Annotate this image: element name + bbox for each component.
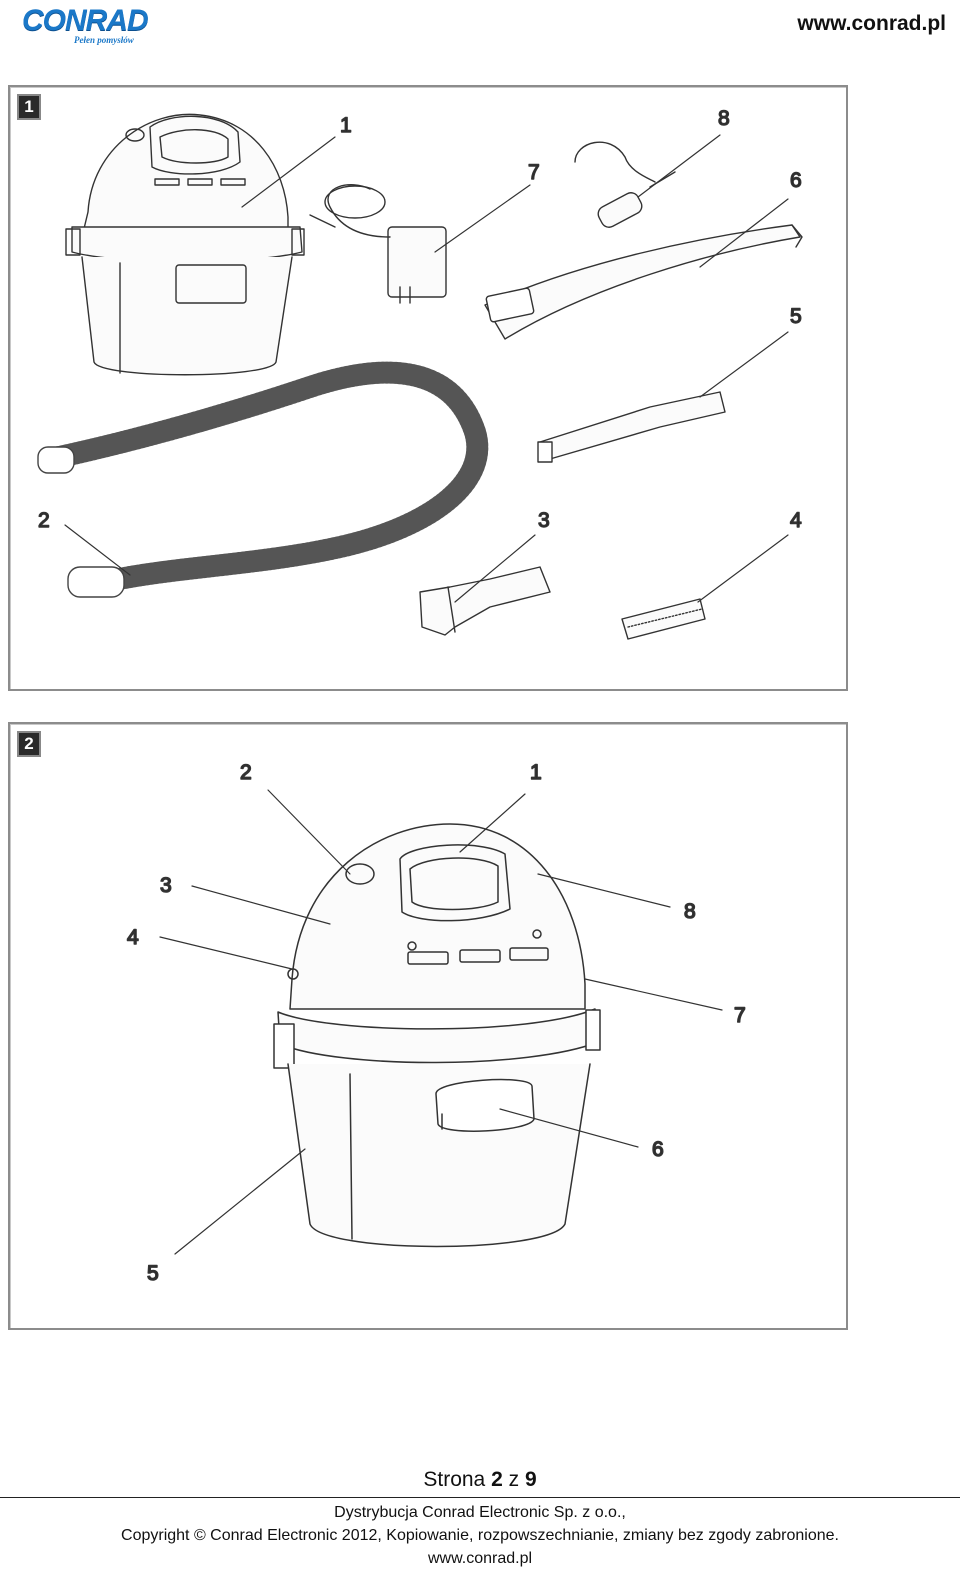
logo-wordmark: CONRAD xyxy=(22,4,149,37)
figure-1-callout-7: 7 xyxy=(528,161,540,184)
figure-1-callout-4: 4 xyxy=(790,509,802,532)
car-plug-drawing xyxy=(574,141,676,228)
vacuum-large-drawing xyxy=(273,823,601,1248)
brush-drawing xyxy=(621,598,706,640)
page-total: 9 xyxy=(524,1468,537,1491)
figure-2-callout-1: 1 xyxy=(530,761,542,784)
page-separator: z xyxy=(502,1468,525,1491)
figure-2-callout-5: 5 xyxy=(147,1262,159,1285)
figure-1-callout-3: 3 xyxy=(538,509,550,532)
figure-1-drawing: 1 2 3 4 5 6 7 8 xyxy=(37,106,803,640)
figure-2-callout-4: 4 xyxy=(127,926,139,949)
figure-2-drawing: 1 2 3 4 5 6 7 8 xyxy=(126,760,746,1286)
figure-2-number: 2 xyxy=(17,731,41,757)
page-prefix: Strona xyxy=(423,1468,492,1491)
figure-2-leader-lines xyxy=(159,789,723,1255)
figure-2-callout-7: 7 xyxy=(734,1004,746,1027)
header-site-url[interactable]: www.conrad.pl xyxy=(797,12,946,35)
figure-1-callout-5: 5 xyxy=(790,305,802,328)
page-number: Strona 2 z 9 xyxy=(0,1468,960,1492)
charger-drawing xyxy=(309,184,447,304)
figure-2-callout-3: 3 xyxy=(160,874,172,897)
crevice-nozzle-drawing xyxy=(537,391,726,463)
figure-1-leader-lines xyxy=(64,134,789,603)
footer-url[interactable]: www.conrad.pl xyxy=(427,1550,533,1567)
figure-2-callout-6: 6 xyxy=(652,1138,664,1161)
conrad-logo: CONRAD Pełen pomysłów xyxy=(18,4,149,48)
figure-2-callout-2: 2 xyxy=(240,761,252,784)
page-current: 2 xyxy=(491,1468,503,1491)
footer-copyright: Copyright © Conrad Electronic 2012, Kopi… xyxy=(121,1527,839,1544)
figure-1-callout-1: 1 xyxy=(340,114,352,137)
figure-1-callout-2: 2 xyxy=(38,509,50,532)
vacuum-unit-drawing xyxy=(65,113,305,376)
figure-1-callout-8: 8 xyxy=(718,107,730,130)
strap-drawing xyxy=(484,224,803,340)
footer-distributor: Dystrybucja Conrad Electronic Sp. z o.o.… xyxy=(334,1504,626,1521)
figure-1-parts-overview: 1 xyxy=(8,85,848,691)
hose-drawing xyxy=(37,361,489,598)
logo-tagline: Pełen pomysłów xyxy=(74,35,134,45)
figure-1-number: 1 xyxy=(17,94,41,120)
footer-divider xyxy=(0,1497,960,1498)
figure-2-vacuum-labelled: 2 1 xyxy=(8,722,848,1330)
figure-2-callout-8: 8 xyxy=(684,900,696,923)
wide-nozzle-drawing xyxy=(419,566,551,636)
figure-1-callout-6: 6 xyxy=(790,169,802,192)
